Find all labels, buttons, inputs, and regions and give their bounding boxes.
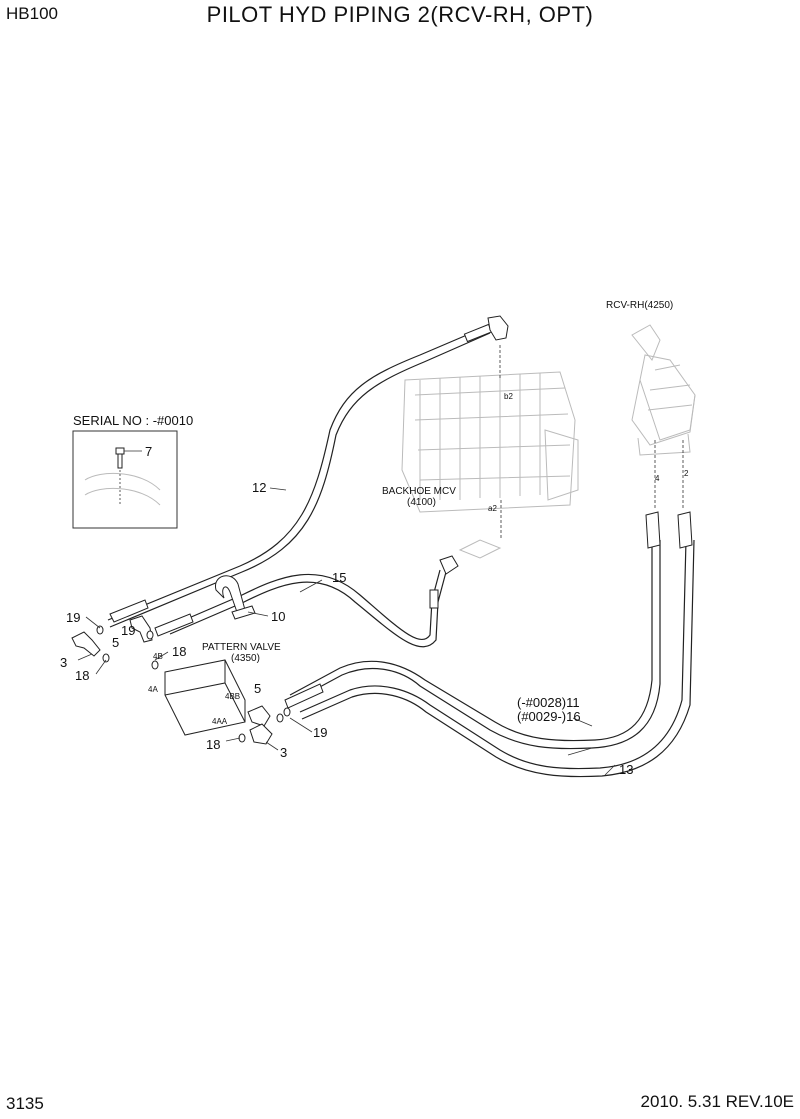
- callout-5-right: 5: [254, 681, 261, 696]
- callout-5-left: 5: [112, 635, 119, 650]
- callout-11: (-#0028)11: [517, 695, 580, 710]
- port-4aa: 4AA: [212, 717, 228, 726]
- callout-19-left: 19: [66, 610, 80, 625]
- revision-date: 2010. 5.31 REV.10E: [640, 1092, 794, 1111]
- callout-15: 15: [332, 570, 346, 585]
- callout-7: 7: [145, 444, 152, 459]
- hose-12: [107, 315, 509, 628]
- rcv-joystick-outline: [631, 324, 696, 456]
- port-4b: 4B: [153, 652, 163, 661]
- hose-15: [154, 555, 459, 648]
- port-b2: b2: [504, 392, 513, 401]
- backhoe-mcv-outline: [401, 371, 579, 559]
- callout-19-right: 19: [313, 725, 327, 740]
- page-number: 3135: [6, 1094, 44, 1113]
- callout-19-mid: 19: [121, 623, 135, 638]
- callout-18-bottom: 18: [206, 737, 220, 752]
- hose-13: [299, 511, 695, 778]
- callout-3-right: 3: [280, 745, 287, 760]
- mcv-code-label: (4100): [407, 497, 436, 508]
- port-4bb: 4BB: [225, 692, 240, 701]
- port-4: 4: [655, 474, 660, 483]
- port-2: 2: [684, 469, 689, 478]
- callout-3-left: 3: [60, 655, 67, 670]
- inset-serial-box: [72, 430, 178, 529]
- mcv-name-label: BACKHOE MCV: [382, 486, 456, 497]
- pattern-valve-name-label: PATTERN VALVE: [202, 642, 281, 653]
- port-a2: a2: [488, 504, 497, 513]
- hose-11-16: [284, 511, 661, 750]
- callout-18-mid: 18: [172, 644, 186, 659]
- port-leaders: [499, 345, 684, 540]
- callout-12: 12: [252, 480, 266, 495]
- callout-leaders: [77, 487, 616, 776]
- pattern-valve-code-label: (4350): [231, 653, 260, 664]
- callout-18-left: 18: [75, 668, 89, 683]
- callout-10: 10: [271, 609, 285, 624]
- page-title: PILOT HYD PIPING 2(RCV-RH, OPT): [206, 2, 594, 27]
- callout-16: (#0029-)16: [517, 709, 581, 724]
- inset-serial-label: SERIAL NO : -#0010: [73, 413, 193, 428]
- fittings: [71, 615, 291, 745]
- callout-13: 13: [619, 762, 633, 777]
- pattern-valve-block: [164, 659, 246, 736]
- port-4a: 4A: [148, 685, 158, 694]
- rcv-label: RCV-RH(4250): [606, 300, 673, 311]
- model-code: HB100: [6, 4, 58, 23]
